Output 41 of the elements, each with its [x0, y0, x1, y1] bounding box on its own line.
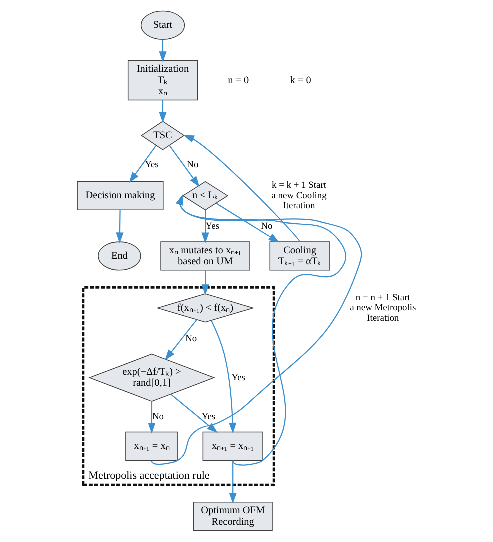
edge-label: No [186, 334, 198, 344]
arrow [164, 320, 198, 361]
arrow [176, 194, 346, 466]
arrow [116, 210, 124, 244]
node-box: Cooling Tₖ₊₁ = αTₖ [270, 242, 330, 271]
node-ellipse: Start [140, 10, 186, 40]
node-ellipse: End [98, 242, 142, 271]
label: n = 0 [228, 75, 250, 86]
node-diamond: TSC [141, 121, 185, 150]
edge-label: Yes [202, 412, 216, 422]
edge-label: k = k + 1 Start a new Cooling Iteration [272, 181, 327, 212]
node-box: Optimum OFM Recording [193, 502, 273, 532]
node-box: Decision making [77, 181, 164, 211]
edge-label: No [187, 160, 199, 171]
edge-label: Yes [145, 160, 159, 171]
edge-label: n = n + 1 Start a new Metropolis Iteration [350, 293, 416, 324]
node-diamond: n ≤ Lₖ [182, 181, 229, 211]
arrow [229, 460, 237, 504]
arrow [148, 402, 156, 434]
arrow [129, 145, 157, 184]
node-box: xₙ mutates to xₙ₊₁ based on UM [160, 242, 250, 271]
edge-label: Yes [232, 373, 246, 384]
arrow [152, 194, 362, 465]
arrow [211, 320, 237, 434]
node-box: Initialization Tₖ xₙ [128, 60, 198, 101]
arrow [159, 100, 167, 124]
arrow [170, 394, 218, 434]
arrow [216, 203, 280, 243]
arrow [159, 40, 167, 62]
arrow [202, 210, 210, 244]
edge-label: No [152, 412, 164, 422]
node-diamond: exp(−Δf/Tₖ) > rand[0,1] [88, 354, 216, 402]
arrow [169, 145, 200, 188]
node-box: xₙ₊₁ = xₙ₊₁ [202, 432, 264, 462]
arrow [184, 135, 301, 242]
edge-label: No [261, 222, 273, 232]
arrow [202, 270, 210, 296]
edge-label: Yes [206, 222, 220, 232]
node-diamond: f(xₙ₊₁) < f(xₙ) [156, 294, 255, 323]
label: k = 0 [290, 75, 312, 86]
node-box: xₙ₊₁ = xₙ [126, 432, 178, 462]
